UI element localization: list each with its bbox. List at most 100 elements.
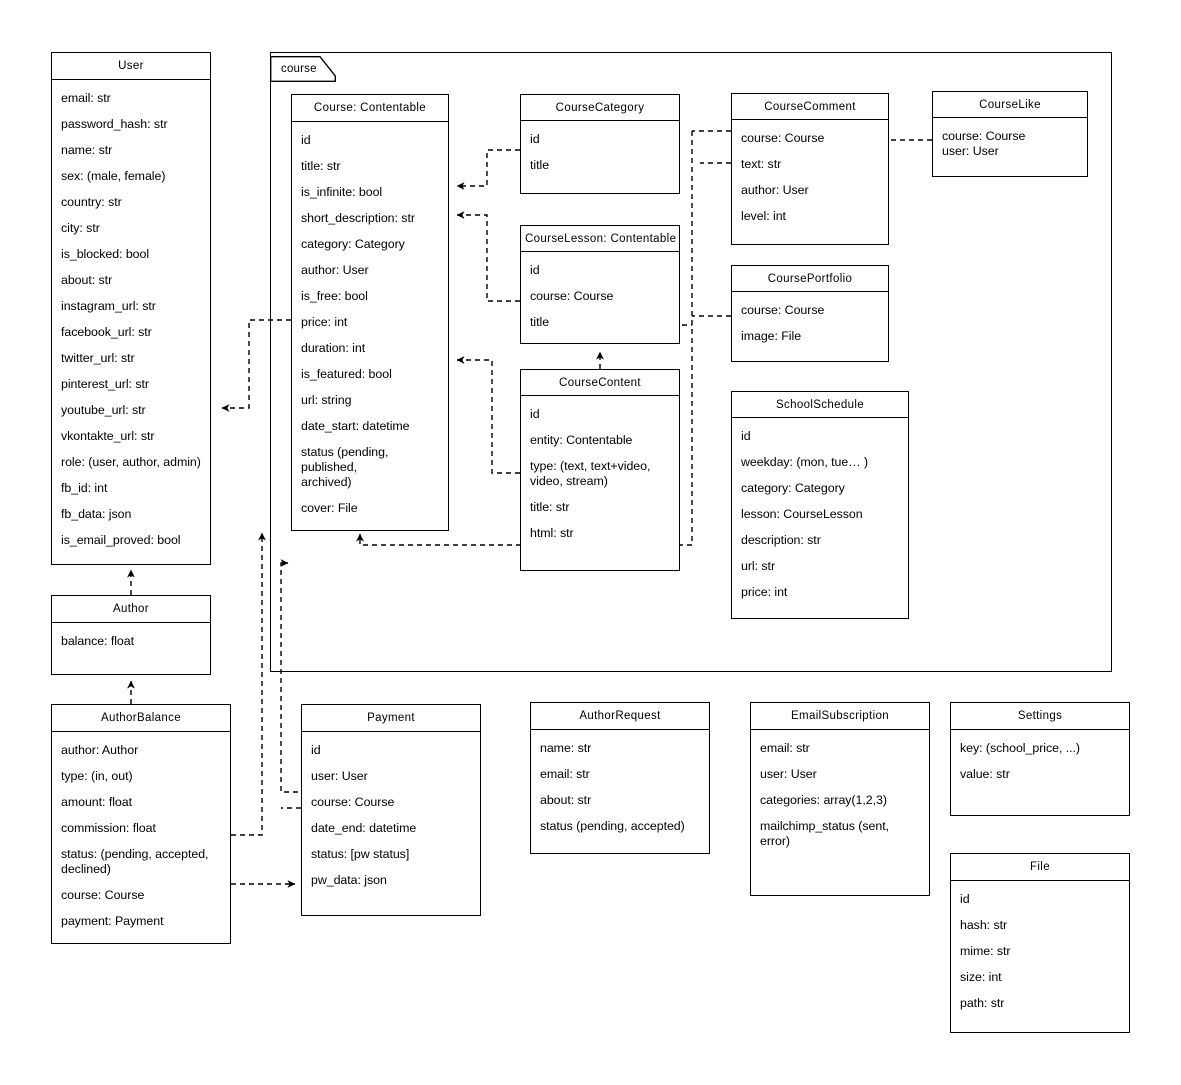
class-attribute: author: Author <box>61 743 139 757</box>
class-attribute: course: Course <box>942 129 1026 143</box>
class-title-file: File <box>951 854 1129 881</box>
class-attribute: mailchimp_status (sent, error) <box>760 819 893 848</box>
class-attribute: mime: str <box>960 944 1011 958</box>
package-tab-shape <box>270 56 336 82</box>
class-attribute: size: int <box>960 970 1002 984</box>
class-attribute: type: (text, text+video, video, stream) <box>530 459 651 488</box>
class-attribute: status: (pending, accepted, declined) <box>61 847 209 876</box>
class-box-email_subscription[interactable]: EmailSubscription email: str user: User cat… <box>750 702 930 896</box>
class-attribute: is_blocked: bool <box>61 247 150 261</box>
class-attribute: image: File <box>741 329 802 343</box>
class-attribute: id <box>530 263 540 277</box>
class-attributes-user: email: str password_hash: str name: str sex… <box>52 80 210 564</box>
wire-authorbalance-to-course <box>231 532 266 836</box>
package-course-tab: course <box>270 56 336 82</box>
class-attribute: name: str <box>61 143 113 157</box>
class-attribute: duration: int <box>301 341 366 355</box>
package-course-label: course <box>281 63 317 75</box>
class-attribute: id <box>741 429 751 443</box>
class-attribute: email: str <box>760 741 810 755</box>
class-title-settings: Settings <box>951 703 1129 730</box>
class-box-author[interactable]: Author balance: float <box>51 595 211 675</box>
class-box-file[interactable]: File id hash: str mime: str size: int path: s… <box>950 853 1130 1033</box>
class-attribute: user: User <box>760 767 817 781</box>
class-attribute: facebook_url: str <box>61 325 152 339</box>
class-title-course: Course: Contentable <box>292 95 448 122</box>
class-attribute: email: str <box>61 91 111 105</box>
class-attribute: password_hash: str <box>61 117 168 131</box>
class-attribute: author: User <box>741 183 809 197</box>
class-title-course_like: CourseLike <box>933 92 1087 118</box>
class-attribute: date_end: datetime <box>311 821 417 835</box>
class-attribute: category: Category <box>741 481 845 495</box>
class-attribute: city: str <box>61 221 100 235</box>
class-attribute: cover: File <box>301 501 358 515</box>
class-title-user: User <box>52 53 210 80</box>
class-attribute: twitter_url: str <box>61 351 135 365</box>
class-attribute: course: Course <box>530 289 614 303</box>
class-attribute: user: User <box>311 769 368 783</box>
class-attribute: price: int <box>741 585 788 599</box>
class-attribute: status: [pw status] <box>311 847 410 861</box>
class-attribute: title <box>530 158 550 172</box>
class-attribute: html: str <box>530 526 574 540</box>
class-box-user[interactable]: User email: str password_hash: str name: st… <box>51 52 211 565</box>
class-attribute: commission: float <box>61 821 156 835</box>
class-title-payment: Payment <box>302 705 480 732</box>
class-attribute: category: Category <box>301 237 405 251</box>
class-attribute: is_featured: bool <box>301 367 392 381</box>
class-attribute: price: int <box>301 315 348 329</box>
class-attribute: balance: float <box>61 634 135 648</box>
class-attribute: id <box>960 892 970 906</box>
class-attributes-author: balance: float <box>52 623 210 674</box>
class-attribute: level: int <box>741 209 786 223</box>
class-title-author: Author <box>52 596 210 623</box>
class-title-school_schedule: SchoolSchedule <box>732 392 908 418</box>
class-attribute: fb_id: int <box>61 481 108 495</box>
class-attribute: author: User <box>301 263 369 277</box>
class-attribute: entity: Contentable <box>530 433 633 447</box>
class-attribute: payment: Payment <box>61 914 164 928</box>
class-attribute: path: str <box>960 996 1005 1010</box>
class-attribute: type: (in, out) <box>61 769 133 783</box>
class-attribute: pinterest_url: str <box>61 377 149 391</box>
class-attribute: hash: str <box>960 918 1008 932</box>
class-attribute: sex: (male, female) <box>61 169 166 183</box>
class-attribute: vkontakte_url: str <box>61 429 155 443</box>
class-title-course_content: CourseContent <box>521 370 679 396</box>
class-attribute: text: str <box>741 157 782 171</box>
class-attribute: lesson: CourseLesson <box>741 507 863 521</box>
class-attribute: pw_data: json <box>311 873 387 887</box>
class-attribute: date_start: datetime <box>301 419 410 433</box>
class-title-course_portfolio: CoursePortfolio <box>732 266 888 292</box>
class-attribute: url: string <box>301 393 352 407</box>
class-attribute: user: User <box>942 144 999 158</box>
class-attribute: country: str <box>61 195 122 209</box>
class-attribute: description: str <box>741 533 821 547</box>
class-attribute: about: str <box>540 793 592 807</box>
class-title-email_subscription: EmailSubscription <box>751 703 929 730</box>
class-attribute: categories: array(1,2,3) <box>760 793 887 807</box>
class-attribute: course: Course <box>311 795 395 809</box>
class-attribute: value: str <box>960 767 1010 781</box>
class-attribute: is_email_proved: bool <box>61 533 181 547</box>
class-attribute: role: (user, author, admin) <box>61 455 201 469</box>
